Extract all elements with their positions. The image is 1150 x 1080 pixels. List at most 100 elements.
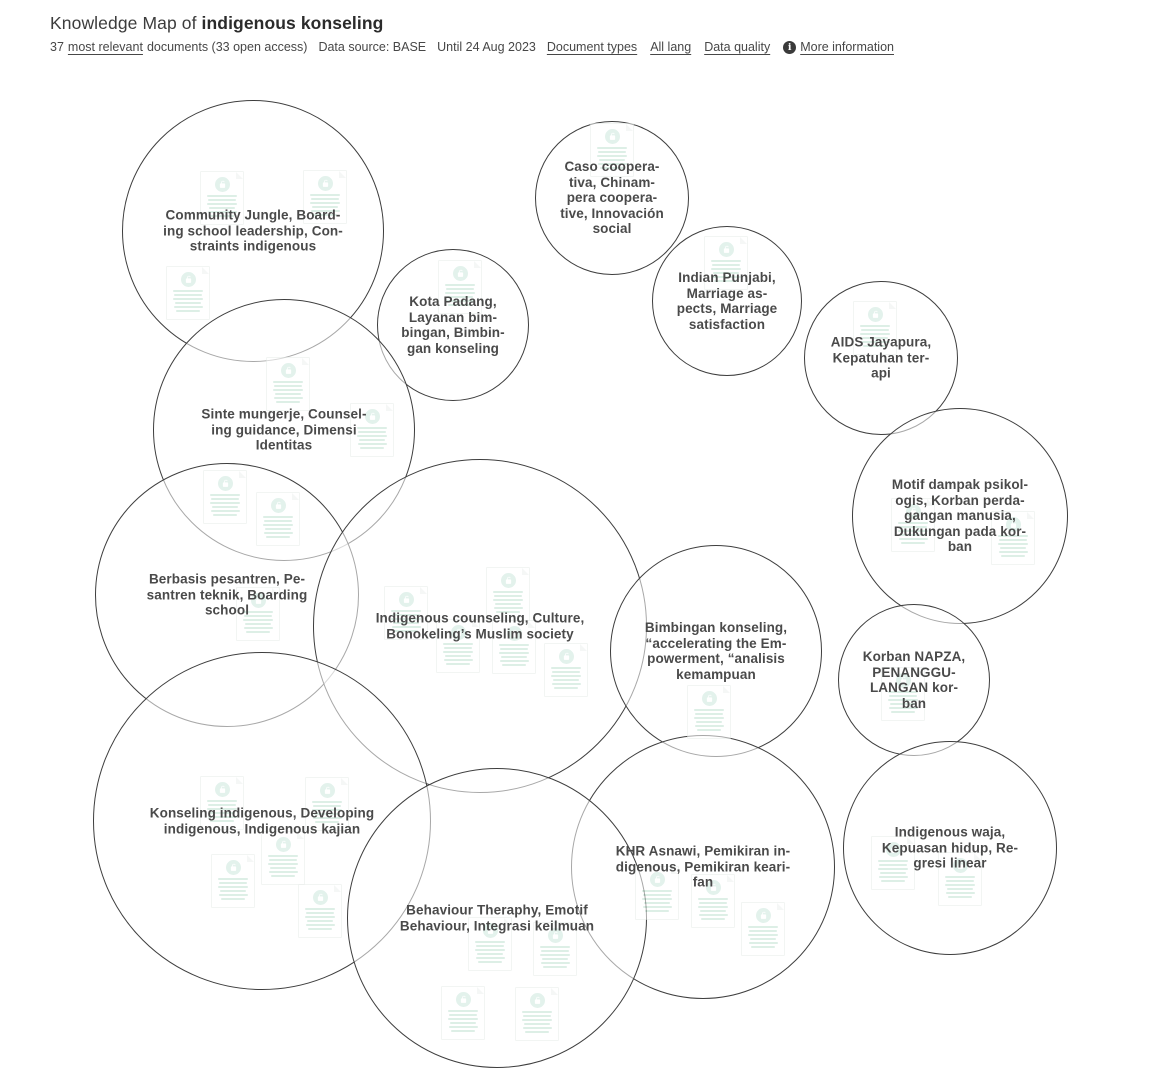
document-snippet-line (391, 626, 421, 628)
document-icon[interactable] (991, 511, 1035, 565)
document-snippet-line (551, 675, 581, 677)
document-snippet-line (501, 656, 527, 658)
more-information-link[interactable]: i More information (783, 40, 894, 54)
document-snippet-line (475, 949, 505, 951)
document-icon[interactable] (384, 586, 428, 640)
document-snippet-line (699, 902, 727, 904)
document-snippet-line (888, 699, 918, 701)
document-snippet-line (312, 817, 342, 819)
document-snippet-line (880, 872, 906, 874)
document-snippet-line (695, 713, 723, 715)
document-icon[interactable] (236, 587, 280, 641)
document-icon[interactable] (741, 902, 785, 956)
document-icon[interactable] (635, 866, 679, 920)
document-icon[interactable] (891, 498, 935, 552)
document-snippet-line (542, 958, 568, 960)
document-icon[interactable] (350, 403, 394, 457)
open-access-unlock-icon (705, 880, 721, 895)
document-icon[interactable] (871, 836, 915, 890)
document-icon[interactable] (544, 643, 588, 697)
document-snippet-line (275, 393, 301, 395)
document-snippet-line (694, 725, 724, 727)
more-information-label: More information (800, 40, 894, 54)
document-icon[interactable] (691, 874, 735, 928)
document-types-link[interactable]: Document types (546, 40, 638, 54)
document-snippet-line (305, 916, 335, 918)
document-snippet-line (221, 898, 245, 900)
open-access-unlock-icon (250, 593, 266, 608)
document-icon[interactable] (590, 123, 634, 177)
document-snippet-line (313, 805, 341, 807)
document-snippet-line (447, 296, 473, 298)
data-quality-link[interactable]: Data quality (704, 40, 771, 54)
open-access-unlock-icon (214, 782, 230, 797)
open-access-unlock-icon (180, 272, 196, 287)
document-snippet-line (273, 397, 303, 399)
open-access-unlock-icon (364, 409, 380, 424)
document-icon[interactable] (881, 667, 925, 721)
document-snippet-line (446, 663, 470, 665)
document-snippet-line (314, 813, 340, 815)
document-snippet-line (524, 1023, 550, 1025)
document-icon[interactable] (166, 266, 210, 320)
document-snippet-line (476, 945, 504, 947)
document-icon[interactable] (533, 922, 577, 976)
document-snippet-line (694, 709, 724, 711)
open-access-unlock-icon (547, 928, 563, 943)
document-snippet-line (269, 859, 297, 861)
document-icon[interactable] (256, 492, 300, 546)
document-snippet-line (525, 1031, 549, 1033)
document-icon[interactable] (266, 357, 310, 411)
document-icon[interactable] (303, 170, 347, 224)
document-icon[interactable] (298, 884, 342, 938)
document-snippet-line (357, 427, 387, 429)
document-icon[interactable] (853, 301, 897, 355)
document-icon[interactable] (305, 777, 349, 831)
document-snippet-line (207, 211, 237, 213)
all-lang-link[interactable]: All lang (650, 40, 692, 54)
document-icon[interactable] (211, 854, 255, 908)
document-icon[interactable] (436, 619, 480, 673)
document-snippet-line (522, 1019, 552, 1021)
document-snippet-line (358, 431, 386, 433)
document-snippet-line (263, 516, 293, 518)
document-icon[interactable] (200, 171, 244, 225)
document-icon[interactable] (687, 685, 731, 739)
document-snippet-line (264, 520, 292, 522)
document-snippet-line (448, 304, 472, 306)
document-snippet-line (878, 868, 908, 870)
document-icon[interactable] (704, 236, 748, 290)
document-snippet-line (947, 888, 973, 890)
document-icon[interactable] (492, 620, 536, 674)
document-icon[interactable] (200, 776, 244, 830)
document-snippet-line (700, 910, 726, 912)
bubble-motif-dampak[interactable] (852, 408, 1068, 624)
open-access-unlock-icon (1005, 517, 1021, 532)
data-source-text: Data source: BASE (318, 40, 427, 54)
document-snippet-line (218, 894, 248, 896)
most-relevant-link[interactable]: most relevant (67, 40, 143, 54)
document-snippet-line (496, 611, 520, 613)
document-snippet-line (391, 618, 421, 620)
document-icon[interactable] (938, 852, 982, 906)
document-icon[interactable] (261, 831, 305, 885)
document-snippet-line (551, 683, 581, 685)
document-snippet-line (499, 644, 529, 646)
document-icon[interactable] (468, 917, 512, 971)
open-access-unlock-icon (217, 476, 233, 491)
document-icon[interactable] (441, 986, 485, 1040)
document-snippet-line (597, 163, 627, 165)
document-icon[interactable] (486, 567, 530, 621)
document-snippet-line (445, 292, 475, 294)
open-access-unlock-icon (529, 993, 545, 1008)
document-icon[interactable] (438, 260, 482, 314)
document-snippet-line (359, 439, 385, 441)
bubble-caso-cooperativa[interactable] (535, 121, 689, 275)
document-icon[interactable] (515, 987, 559, 1041)
document-snippet-line (495, 603, 521, 605)
document-snippet-line (212, 506, 238, 508)
document-snippet-line (243, 619, 273, 621)
document-icon[interactable] (203, 470, 247, 524)
